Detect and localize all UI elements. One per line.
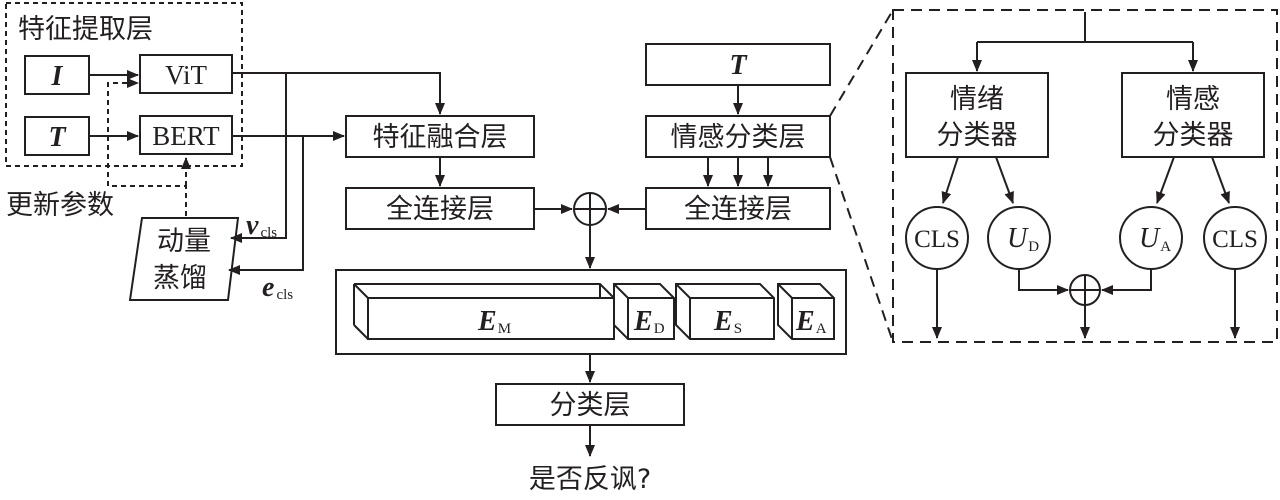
- embedding-m-label: EM: [477, 306, 511, 337]
- ud-to-sum-arrow: [1018, 269, 1069, 295]
- fc-right-label: 全连接层: [684, 194, 792, 225]
- fc-left-box: [345, 187, 535, 230]
- detail-panel-frame: [892, 9, 1278, 343]
- text-input-right-label: T: [729, 50, 748, 81]
- embedding-m-box: [367, 297, 615, 340]
- emotion-classifier-box: [905, 72, 1049, 158]
- embedding-a-cuboid-edges: [777, 283, 834, 339]
- text-input-label: T: [48, 122, 67, 153]
- embedding-a-label: EA: [795, 306, 827, 337]
- fc-right-box: [645, 187, 831, 230]
- embedding-s-label: ES: [713, 306, 742, 337]
- image-input-label: I: [51, 61, 64, 92]
- affect-to-ua-arrow: [1156, 156, 1175, 204]
- ud-label: UD: [1007, 223, 1039, 255]
- sentiment-classifier-box: [645, 115, 831, 158]
- ua-to-sum-arrow: [1101, 269, 1152, 295]
- update-params-label: 更新参数: [6, 190, 114, 221]
- sentiment-classifier-label: 情感分类层: [671, 122, 806, 153]
- output-question: 是否反讽?: [529, 464, 651, 495]
- bert-label: BERT: [152, 121, 220, 151]
- text-input-box: [24, 116, 90, 156]
- embedding-d-cuboid-edges: [613, 283, 674, 339]
- feature-extraction-title: 特征提取层: [18, 14, 153, 45]
- classification-layer-box: [495, 383, 685, 426]
- momentum-distillation-box: [128, 217, 240, 301]
- affect-classifier-line2: 分类器: [1153, 120, 1234, 151]
- embedding-m-cuboid-edge-bottom: [353, 324, 369, 340]
- zoom-line-bottom: [829, 156, 894, 343]
- vit-to-distillation-arrow: [230, 73, 287, 243]
- feature-fusion-box: [345, 115, 535, 158]
- momentum-distillation-line1: 动量: [157, 226, 211, 257]
- ua-label: UA: [1139, 223, 1171, 255]
- text-input-right-box: [645, 43, 831, 86]
- cls-right-label: CLS: [1212, 226, 1258, 253]
- embedding-s-cuboid-edges: [675, 283, 774, 339]
- vit-label: ViT: [165, 60, 207, 90]
- vit-to-fusion-arrow: [232, 72, 445, 115]
- cls-left-label: CLS: [914, 226, 960, 253]
- affect-classifier-line1: 情感: [1166, 84, 1220, 115]
- momentum-distillation-line2: 蒸馏: [153, 263, 207, 294]
- emotion-classifier-line1: 情绪: [950, 84, 1004, 115]
- feature-fusion-label: 特征融合层: [373, 122, 508, 153]
- affect-to-cls-arrow: [1211, 156, 1230, 204]
- detail-split-lines: [977, 12, 1193, 43]
- vit-box: [139, 54, 233, 94]
- zoom-line-top: [829, 9, 894, 117]
- fc-left-label: 全连接层: [386, 194, 494, 225]
- update-params-to-vit-arrow: [107, 78, 187, 216]
- classification-layer-label: 分类层: [550, 390, 631, 421]
- embedding-d-label: ED: [633, 306, 665, 337]
- emotion-to-cls-arrow: [941, 156, 959, 204]
- feature-extraction-frame: [5, 2, 243, 167]
- emotion-to-ud-arrow: [995, 156, 1014, 204]
- emotion-classifier-line2: 分类器: [937, 120, 1018, 151]
- affect-classifier-box: [1121, 72, 1265, 158]
- bert-to-distillation-arrow: [228, 136, 304, 275]
